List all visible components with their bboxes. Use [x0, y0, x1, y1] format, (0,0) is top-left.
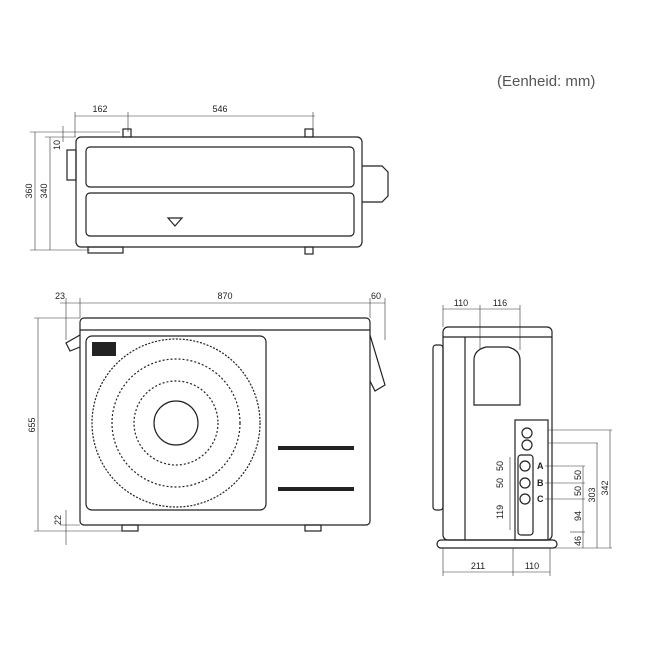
port-c-label: C — [537, 494, 544, 504]
dim-162: 162 — [92, 104, 107, 114]
front-view: 23 870 60 655 22 — [27, 291, 386, 545]
unit-label: (Eenheid: mm) — [497, 73, 596, 90]
dim-50-right-2: 50 — [573, 486, 583, 496]
dim-46: 46 — [573, 536, 583, 546]
handle-grille — [473, 346, 521, 406]
dim-23: 23 — [55, 291, 65, 301]
dim-110-top: 110 — [454, 298, 468, 308]
dim-94: 94 — [573, 511, 583, 521]
side-view: A B C 110 116 211 110 50 50 119 50 50 94… — [432, 298, 612, 576]
dim-546: 546 — [212, 104, 227, 114]
dim-342: 342 — [600, 480, 610, 495]
dim-870: 870 — [217, 291, 232, 301]
dim-110-bottom: 110 — [525, 561, 539, 571]
dim-211: 211 — [471, 561, 485, 571]
dim-50-left-1: 50 — [495, 461, 505, 471]
dim-10: 10 — [52, 140, 62, 150]
dim-655: 655 — [27, 417, 37, 432]
fan-hub — [153, 400, 199, 446]
fan-grille — [91, 338, 261, 508]
dim-116: 116 — [493, 298, 507, 308]
port-a-label: A — [537, 461, 544, 471]
top-view: 162 546 10 360 340 — [24, 104, 389, 255]
dim-22: 22 — [53, 515, 63, 525]
dim-360: 360 — [24, 183, 34, 198]
port-b-label: B — [537, 478, 544, 488]
dim-60: 60 — [371, 291, 381, 301]
dim-50-right-1: 50 — [573, 470, 583, 480]
dim-119: 119 — [495, 505, 505, 519]
dim-340: 340 — [39, 183, 49, 198]
arrow-down-icon — [166, 217, 184, 227]
dim-50-left-2: 50 — [495, 478, 505, 488]
dim-303: 303 — [587, 487, 597, 502]
